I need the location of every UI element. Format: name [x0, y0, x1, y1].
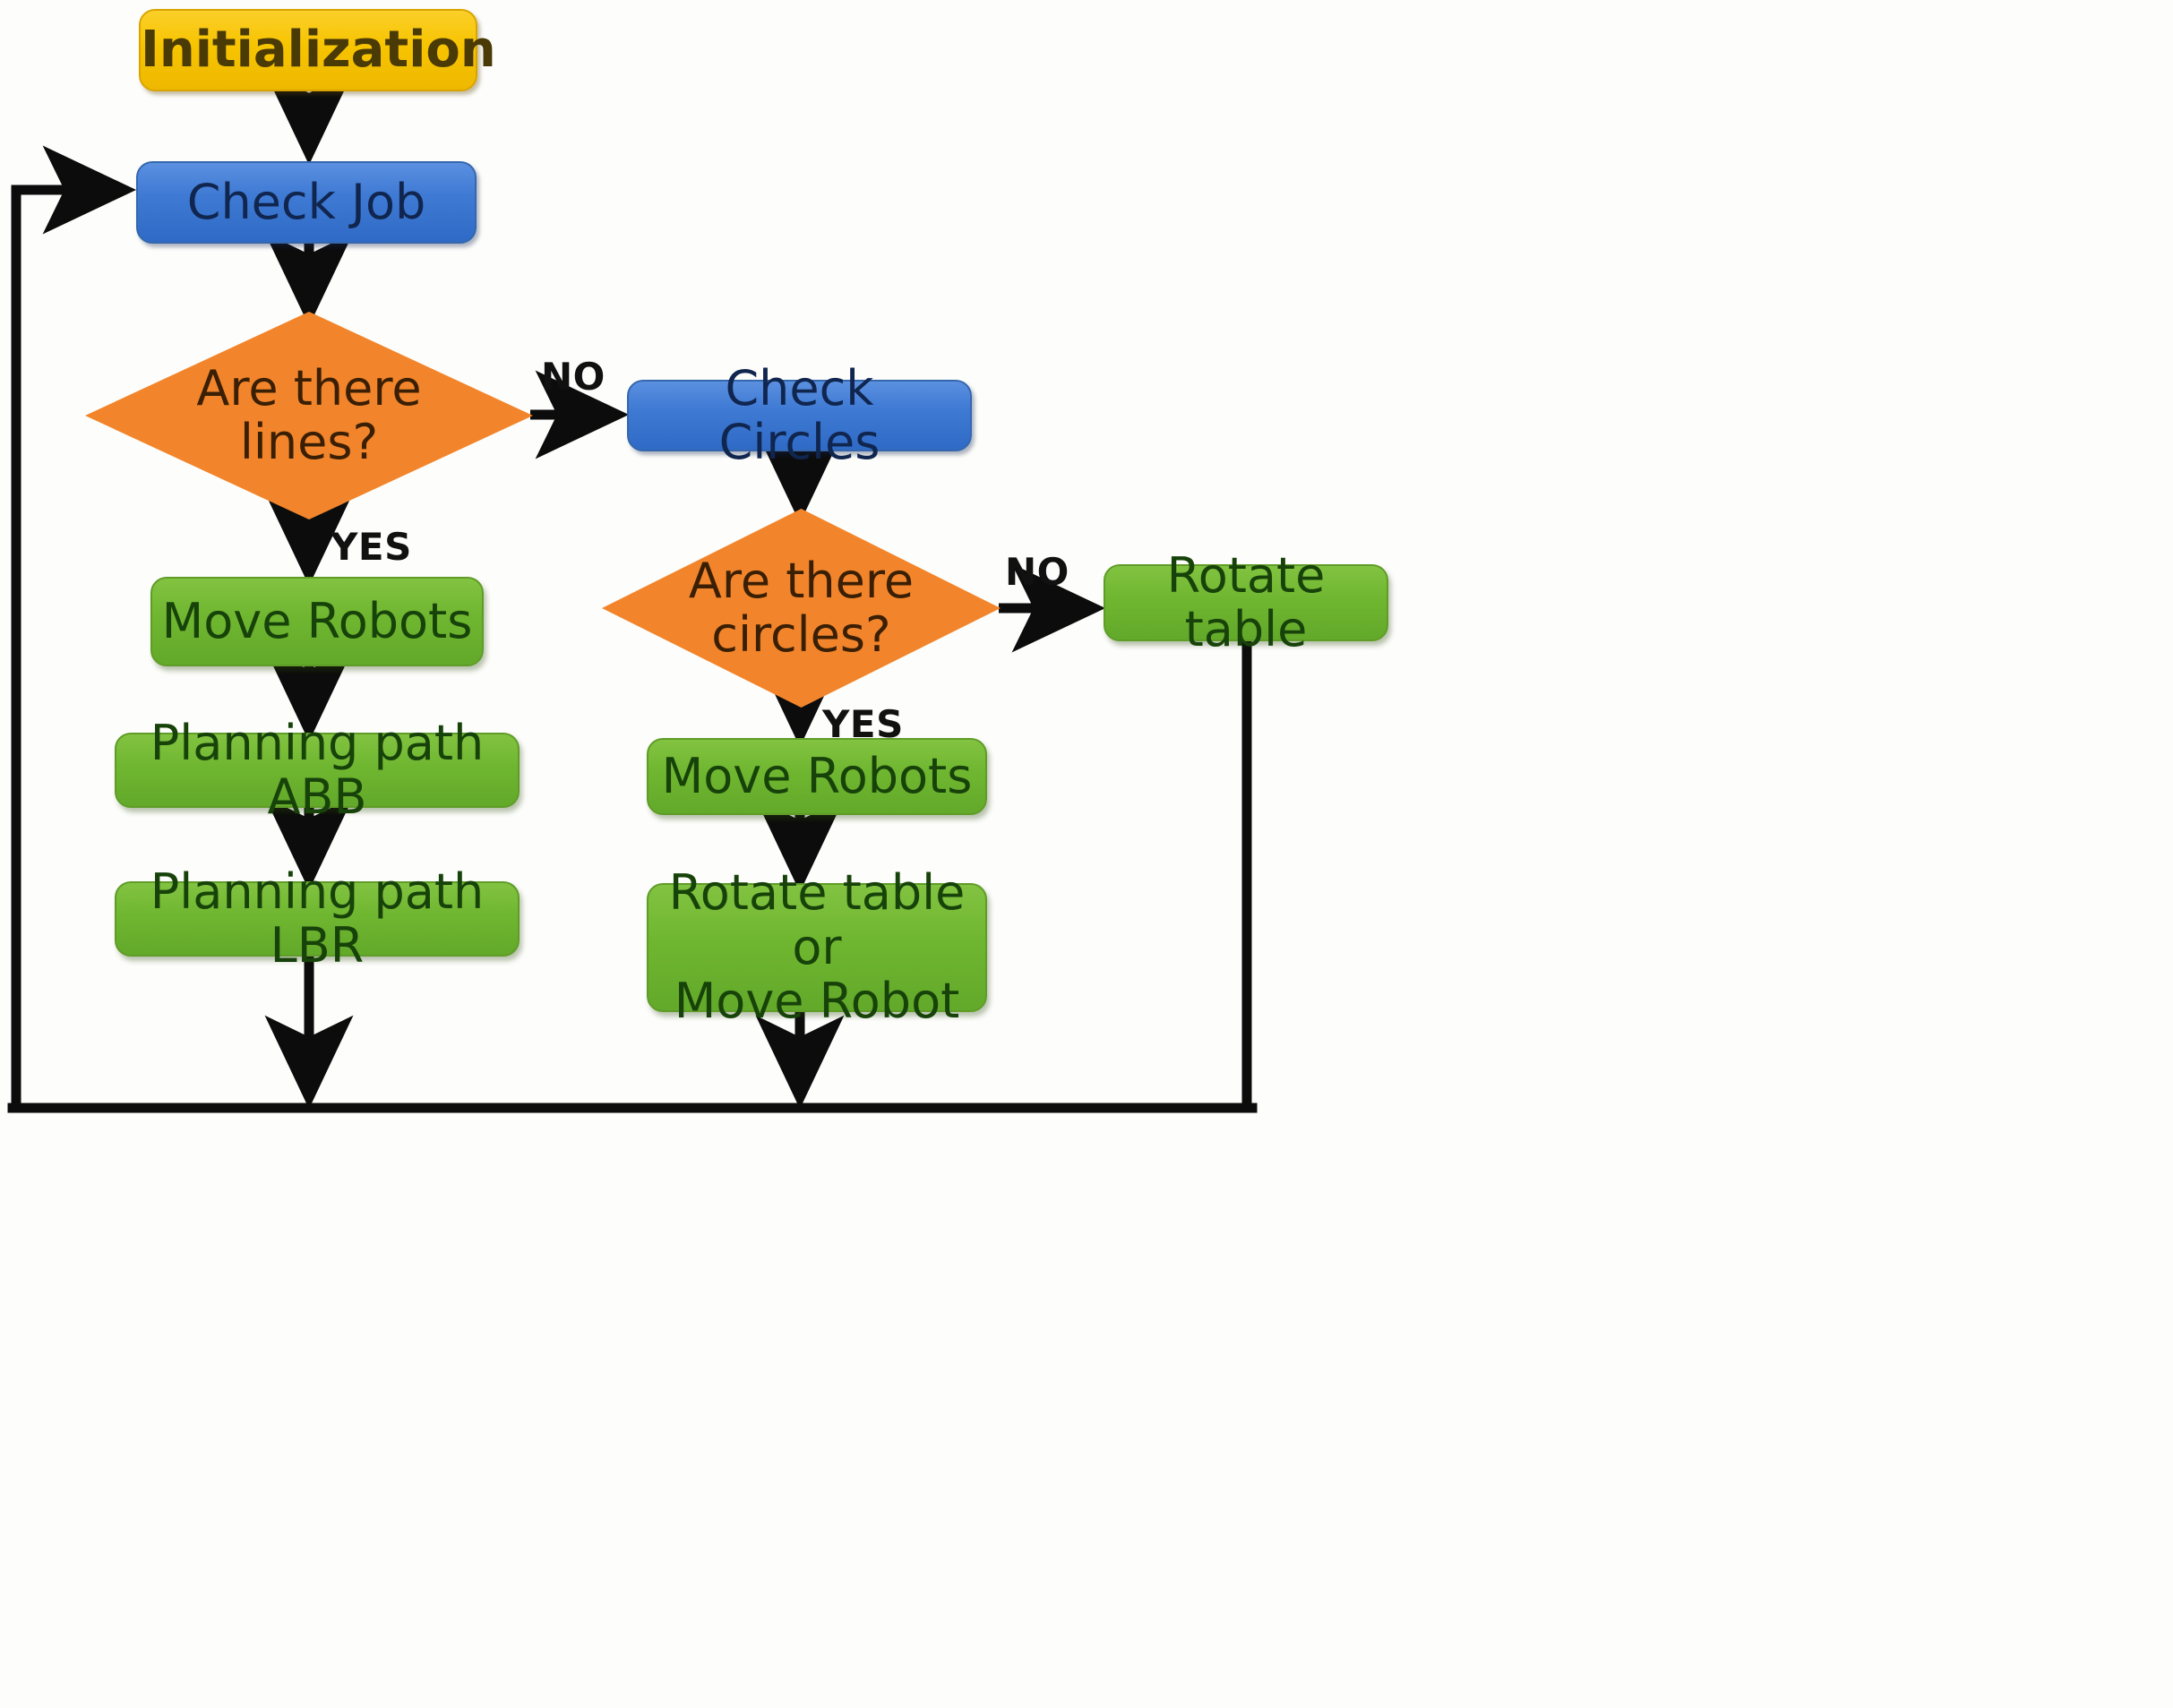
node-planning-path-lbr-label: Planning path LBR: [150, 863, 485, 974]
node-rotate-table[interactable]: Rotate table: [1104, 548, 1388, 657]
edge-group-arrows: [11, 71, 1106, 1110]
rotate-or-move-line2: Move Robot: [674, 973, 960, 1030]
are-there-circles-line2: circles?: [711, 606, 891, 663]
node-are-there-circles-label: Are there circles?: [602, 554, 1001, 663]
node-planning-path-lbr[interactable]: Planning path LBR: [115, 864, 520, 973]
node-move-robots-left[interactable]: Move Robots: [150, 577, 484, 666]
edge-loopback-to-checkjob: [11, 145, 137, 1109]
node-are-there-lines-label: Are there lines?: [85, 359, 533, 470]
node-move-robots-right[interactable]: Move Robots: [647, 738, 987, 815]
are-there-circles-line1: Are there: [688, 552, 915, 609]
node-check-circles-label: Check Circles: [718, 359, 880, 470]
edge-label-circles-yes: YES: [822, 702, 904, 746]
node-planning-path-abb-label: Planning path ABB: [150, 714, 485, 825]
node-rotate-or-move-label: Rotate table or Move Robot: [648, 864, 985, 1030]
node-rotate-or-move[interactable]: Rotate table or Move Robot: [647, 865, 987, 1028]
node-check-job-label: Check Job: [186, 173, 426, 230]
node-initialization[interactable]: Initialization: [139, 9, 496, 91]
edge-label-lines-no: NO: [541, 355, 606, 399]
node-initialization-label: Initialization: [141, 20, 496, 79]
node-check-job[interactable]: Check Job: [136, 161, 477, 244]
are-there-lines-line2: lines?: [239, 414, 379, 470]
edge-label-circles-no: NO: [1005, 550, 1069, 594]
node-move-robots-right-label: Move Robots: [661, 747, 973, 804]
node-planning-path-abb[interactable]: Planning path ABB: [115, 716, 520, 824]
edge-group-plain: [7, 634, 1258, 1113]
edge-label-lines-yes: YES: [331, 525, 412, 569]
node-rotate-table-label: Rotate table: [1166, 546, 1326, 657]
rotate-or-move-line1: Rotate table or: [668, 864, 966, 975]
node-check-circles[interactable]: Check Circles: [627, 361, 972, 469]
are-there-lines-line1: Are there: [196, 359, 422, 416]
node-move-robots-left-label: Move Robots: [161, 592, 473, 649]
